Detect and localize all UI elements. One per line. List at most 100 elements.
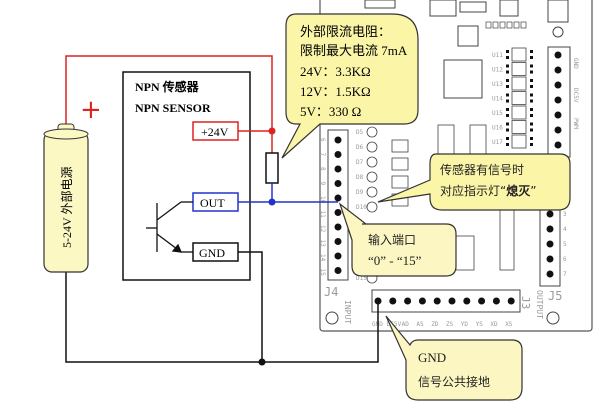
pad (506, 137, 509, 140)
pad (506, 70, 509, 74)
j4-pin (334, 252, 342, 260)
j4-pin-number: 9 (319, 182, 326, 186)
crystal (552, 26, 564, 38)
callout-input-port: 输入端口 “0” - “15” (338, 202, 457, 277)
power-header-pin (554, 111, 562, 119)
sensor-title-en: NPN SENSOR (135, 101, 211, 115)
j4-pin-number: 11 (319, 211, 326, 219)
indicator-quote-open: “ (500, 184, 506, 198)
pad (506, 50, 509, 53)
smd-resistor (520, 21, 527, 29)
j3-pin-label: YS (476, 321, 484, 328)
optocoupler (511, 47, 527, 62)
j4-pin-number: 12 (319, 225, 326, 233)
pad (530, 85, 533, 88)
pad (530, 99, 533, 103)
chip-label: U11 (492, 52, 503, 59)
j5-pin-number: 5 (563, 241, 567, 248)
j4-pin (334, 209, 342, 216)
pad (506, 114, 509, 117)
callout-indicator: 传感器有信号时 对应指示灯“熄灭” (377, 153, 571, 211)
callout-gnd-line-2: 信号公共接地 (418, 374, 490, 389)
smd-resistor (499, 21, 506, 29)
led-label: D9 (356, 189, 364, 196)
power-header-pin (554, 81, 562, 89)
pad (506, 108, 509, 111)
power-header-label: GND (572, 58, 579, 69)
smd-resistor (513, 21, 520, 29)
callout-resistor-line-4: 12V：1.5KΩ (300, 84, 371, 99)
chip-label: U14 (492, 96, 503, 103)
j5-label: J5 (548, 289, 562, 303)
ic-chip (391, 157, 409, 171)
smd-resistor (506, 21, 513, 29)
callout-indicator-line-2: 对应指示灯“熄灭” (440, 183, 536, 198)
j3-pin-label: YD (461, 321, 469, 328)
pin-gnd-label: GND (199, 246, 225, 260)
callout-resistor: 外部限流电阻： 限制最大电流 7mA 24V：3.3KΩ 12V：1.5KΩ 5… (281, 13, 419, 159)
mcu-chip (443, 59, 483, 99)
j3-pin (418, 297, 426, 305)
callout-resistor-line-3: 24V：3.3KΩ (300, 64, 371, 79)
callout-indicator-bubble (377, 153, 571, 211)
power-header-pin (554, 141, 562, 149)
j4-input-terminal (327, 129, 349, 281)
optocoupler (511, 134, 527, 149)
pin-out-label: OUT (200, 196, 225, 210)
j3-pin (404, 297, 412, 305)
led (366, 171, 378, 183)
callout-input-line-2: “0” - “15” (368, 253, 422, 268)
j4-pin (334, 238, 342, 245)
pad (530, 50, 533, 53)
j3-pin-label: XD (490, 321, 498, 328)
j4-pin-number: 15 (319, 269, 326, 277)
chip-top-2 (499, 0, 519, 17)
optocoupler (511, 105, 527, 120)
led-label: D8 (356, 174, 364, 181)
power-supply: 5-24V 外部电源 + (43, 95, 102, 273)
led-label: D6 (356, 144, 364, 151)
callout-gnd: GND 信号公共接地 (385, 315, 523, 401)
callout-indicator-line-1: 传感器有信号时 (440, 162, 524, 177)
j4-pin-number: 13 (319, 240, 326, 248)
j4-pin-number: 10 (319, 196, 326, 204)
j5-pin (546, 270, 554, 278)
j3-pin-label: DC5V (387, 321, 402, 328)
led (366, 156, 378, 168)
power-header-pin (554, 126, 562, 134)
j3-pin (463, 297, 471, 305)
callout-gnd-line-1: GND (418, 350, 446, 365)
indicator-quote-close: ” (530, 184, 536, 198)
led-label: D5 (356, 129, 364, 136)
j5-output-text: OUTPUT (535, 290, 544, 319)
pad (530, 114, 533, 117)
j3-label: J3 (519, 296, 532, 309)
pad (506, 128, 509, 132)
callout-input-line-1: 输入端口 (368, 232, 416, 247)
ic-chip (455, 235, 475, 271)
header-small (459, 1, 487, 13)
j3-terminal (371, 289, 521, 313)
j5-pin (546, 210, 554, 218)
optocoupler (511, 120, 527, 134)
j5-pin (546, 255, 554, 263)
pad (530, 64, 533, 68)
callout-resistor-line-5: 5V：330 Ω (300, 104, 361, 119)
optocoupler (511, 76, 527, 91)
pin-24v-label: +24V (201, 125, 229, 139)
pad (506, 122, 509, 126)
j5-pin (546, 240, 554, 248)
optocoupler (511, 91, 527, 105)
j3-pin (492, 297, 500, 305)
j4-pin-number: 8 (319, 167, 326, 171)
plus-sign: + (80, 95, 102, 125)
pad (506, 93, 509, 97)
wire-ground-loop (65, 272, 379, 363)
npn-transistor-icon (146, 201, 193, 253)
power-header-pin (554, 96, 562, 104)
j3-pin (433, 297, 441, 305)
